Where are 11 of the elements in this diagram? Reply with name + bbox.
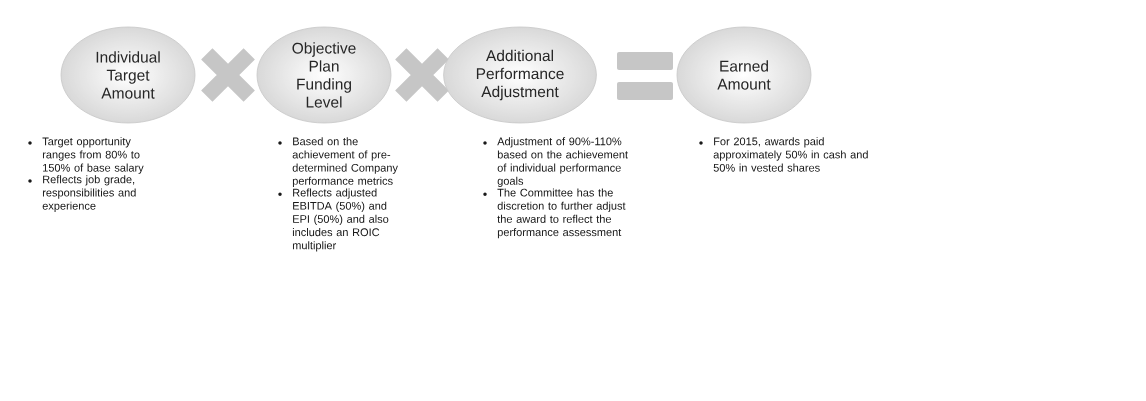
bullet-text: Target opportunity ranges from 80% to 150% of base salary (42, 137, 144, 174)
ellipse-node: Earned Amount (676, 26, 812, 124)
bullet-text: For 2015, awards paid approximately 50% in cash and 50% in vested shares (713, 137, 868, 172)
ellipse-node: Individual Target Amount (60, 26, 196, 124)
ellipse-node: Objective Plan Funding Level (256, 26, 392, 124)
bullet-text: Based on the achievement of pre-determined Company performance metrics (292, 137, 398, 188)
bullet-text: Reflects job grade, responsibilities and experience (42, 175, 136, 212)
bullet-text: The Committee has the discretion to further adjust the award to reflect the performance assessment (497, 188, 626, 239)
ellipse-node: Additional Performance Adjustment (443, 26, 597, 124)
bullet-text: Reflects adjusted EBITDA (50%) and EPI (50%) and also includes an ROIC multiplier (292, 188, 389, 252)
bullet-text: Adjustment of 90%-110% based on the achievement of individual performance goals (497, 137, 628, 188)
